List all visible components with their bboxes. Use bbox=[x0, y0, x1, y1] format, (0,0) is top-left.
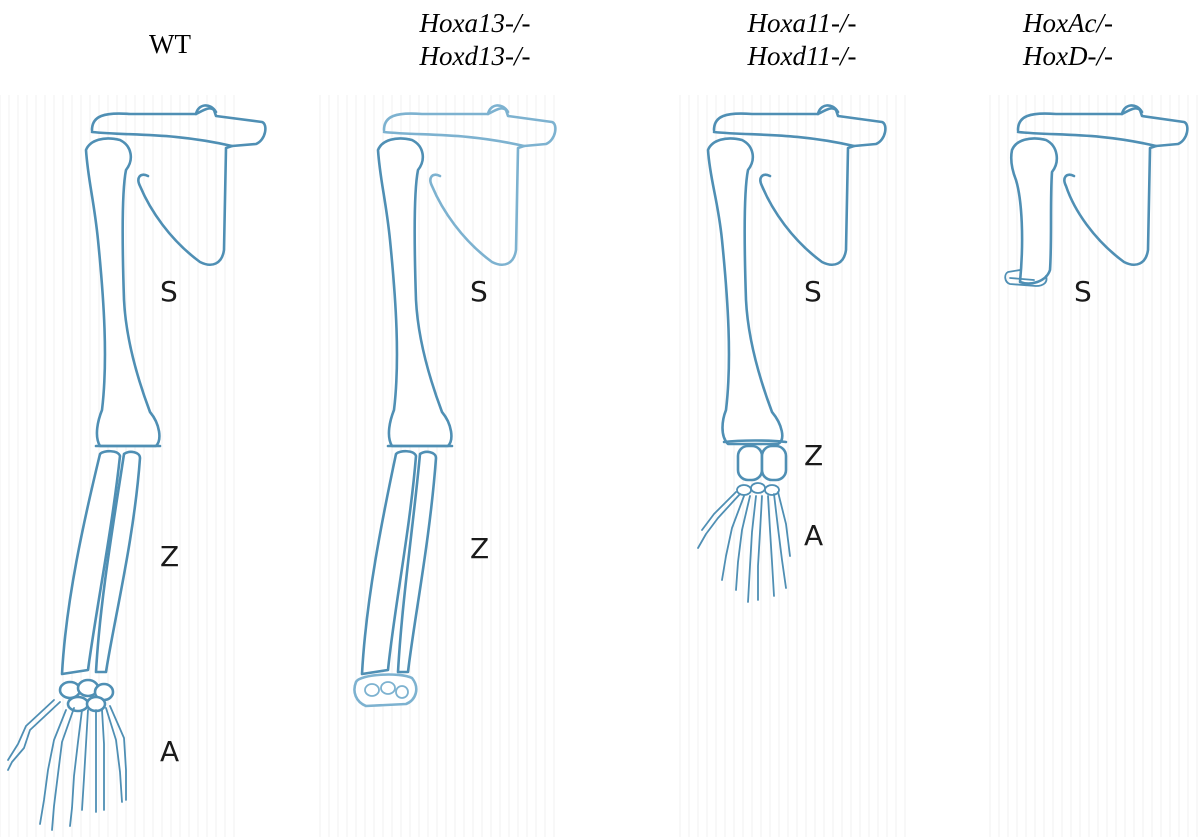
digits bbox=[698, 492, 790, 602]
humerus bbox=[86, 138, 159, 446]
segment-label-hox11-a: A bbox=[804, 522, 823, 550]
segment-label-wt-a: A bbox=[160, 738, 179, 766]
segment-label-wt-s: S bbox=[160, 278, 178, 306]
segment-label-hoxa-hoxd-s: S bbox=[1074, 278, 1092, 306]
limb-hox13 bbox=[354, 105, 555, 706]
humerus-stub bbox=[1011, 138, 1057, 283]
segment-label-wt-z: Z bbox=[160, 543, 179, 571]
segment-label-hox11-z: Z bbox=[804, 442, 823, 470]
limb-wt bbox=[8, 105, 265, 830]
segment-label-hox13-s: S bbox=[470, 278, 488, 306]
humerus bbox=[378, 138, 451, 446]
carpals bbox=[60, 680, 113, 711]
carpals bbox=[737, 483, 779, 495]
zeugopod-nodules bbox=[738, 446, 786, 480]
limb-hox11 bbox=[698, 105, 885, 602]
segment-label-hox11-s: S bbox=[804, 278, 822, 306]
segment-label-hox13-z: Z bbox=[470, 535, 489, 563]
humerus bbox=[708, 138, 782, 444]
digits bbox=[8, 700, 126, 830]
limb-hoxa-hoxd bbox=[1005, 105, 1187, 286]
